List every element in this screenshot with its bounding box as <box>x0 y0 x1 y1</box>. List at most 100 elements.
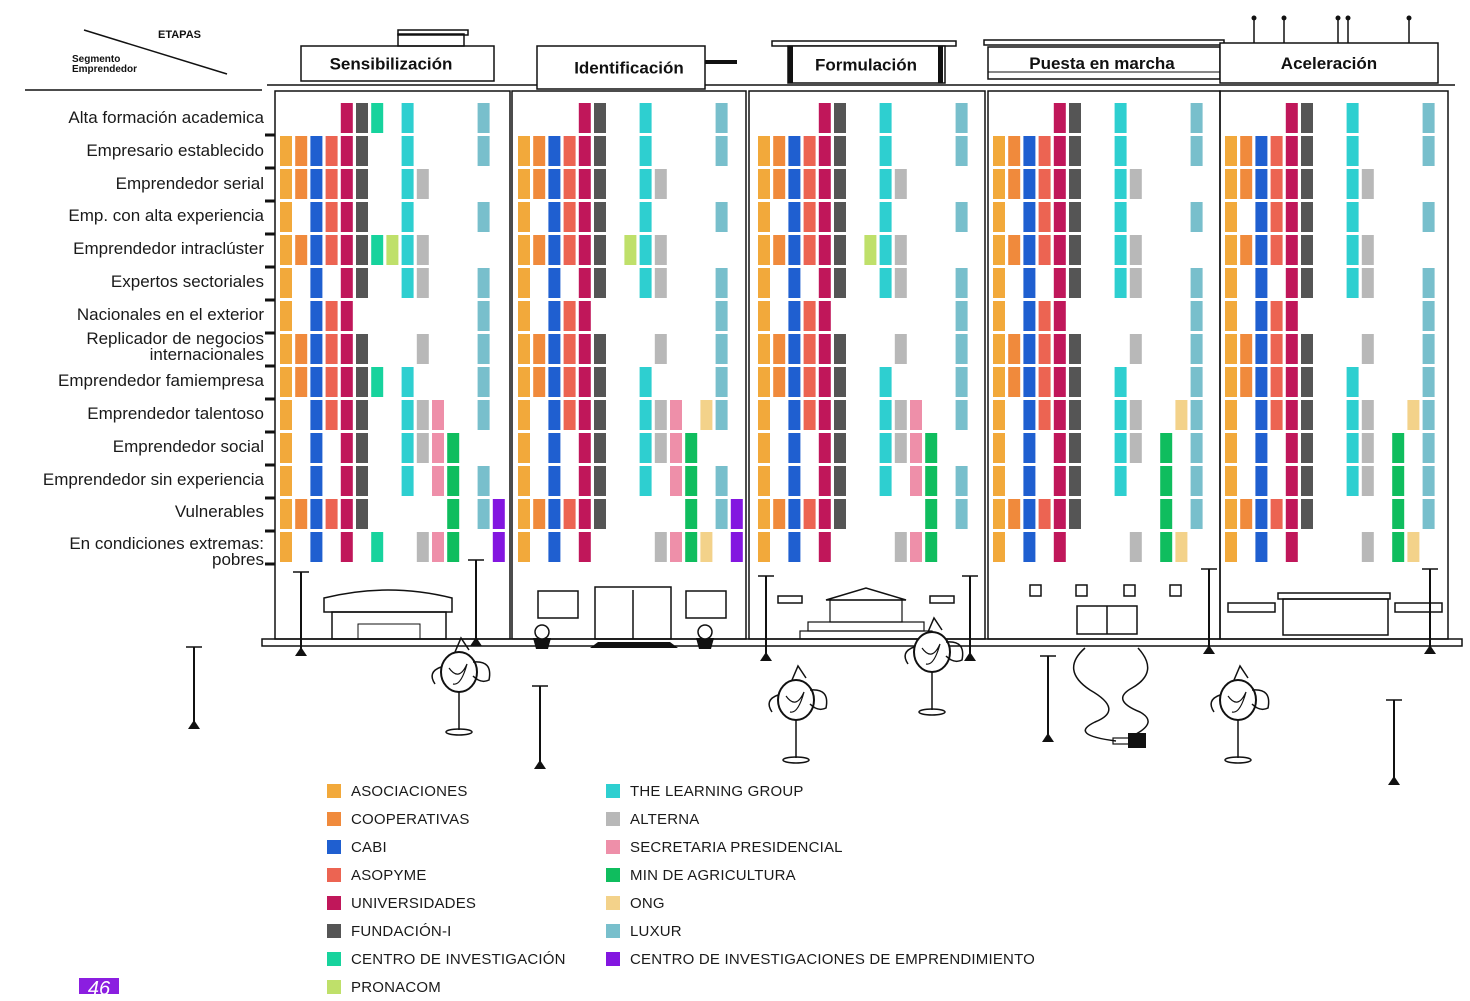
window-bar <box>1301 103 1313 133</box>
window-bar <box>1160 532 1173 562</box>
window-bar <box>371 367 384 397</box>
window-bar <box>1053 367 1066 397</box>
window-bar <box>1038 202 1051 232</box>
window-bar <box>1346 136 1359 166</box>
segment-label-line: Emprendedor famiempresa <box>58 371 264 390</box>
window-bar <box>1301 202 1313 232</box>
window-bar <box>1114 466 1127 496</box>
window-bar <box>477 301 490 331</box>
window-bar <box>594 334 606 364</box>
building-1 <box>274 90 511 640</box>
segment-label: En condiciones extremas:pobres <box>69 535 264 569</box>
window-bar <box>1225 301 1237 331</box>
window-bar <box>492 532 505 562</box>
window-bar <box>685 532 698 562</box>
stage-title-3: Formulación <box>815 56 917 75</box>
stage-sign-1 <box>300 45 495 82</box>
window-bar <box>1285 268 1298 298</box>
tree-detail <box>448 663 468 685</box>
window-bar <box>1053 136 1066 166</box>
segment-label-line: Alta formación academica <box>68 108 264 127</box>
doormat <box>590 642 678 648</box>
window-bar <box>1008 367 1021 397</box>
window-bar <box>1190 202 1203 232</box>
window-bar <box>879 235 892 265</box>
window-bar <box>1361 433 1374 463</box>
sign-ledge <box>705 60 737 64</box>
window-bar <box>834 367 846 397</box>
window-bar <box>894 334 907 364</box>
window-bar <box>1129 268 1142 298</box>
window-bar <box>1301 268 1313 298</box>
window-bar <box>1160 499 1173 529</box>
stage-title-4: Puesta en marcha <box>1029 54 1175 73</box>
window-bar <box>1270 136 1283 166</box>
window-bar <box>834 499 846 529</box>
window-bar <box>1114 103 1127 133</box>
window-bar <box>1392 532 1405 562</box>
window-bar <box>1023 400 1036 430</box>
window-bar <box>280 499 292 529</box>
window-bar <box>1407 532 1420 562</box>
legend-label: ASOPYME <box>351 866 427 884</box>
window-bar <box>401 103 414 133</box>
window-bar <box>447 499 460 529</box>
window-bar <box>340 235 353 265</box>
window-bar <box>1225 334 1237 364</box>
window-bar <box>639 268 652 298</box>
window-bar <box>518 400 530 430</box>
window-bar <box>1422 334 1435 364</box>
window-bar <box>1225 202 1237 232</box>
window-bar <box>670 433 682 463</box>
window-bar <box>578 367 591 397</box>
window-bar <box>1225 169 1237 199</box>
segment-label: Emprendedor serial <box>116 175 264 193</box>
window-bar <box>1069 235 1081 265</box>
legend-item: CABI <box>327 833 566 861</box>
window-bar <box>594 466 606 496</box>
window-bar <box>1023 268 1036 298</box>
window-bar <box>993 301 1005 331</box>
segmento-header: Segmento Emprendedor <box>72 55 137 75</box>
window-bar <box>401 433 414 463</box>
window-bar <box>1129 433 1142 463</box>
window-bar <box>356 136 368 166</box>
lamp-base <box>964 652 976 661</box>
window-bar <box>1225 466 1237 496</box>
window-bar <box>340 466 353 496</box>
window-bar <box>1053 202 1066 232</box>
window-bar <box>1422 367 1435 397</box>
window-bar <box>1053 499 1066 529</box>
window-bar <box>1053 466 1066 496</box>
window-bar <box>773 334 786 364</box>
window-bar <box>1285 532 1298 562</box>
window-bar <box>803 301 816 331</box>
window-bar <box>834 136 846 166</box>
path-end-box <box>1112 737 1130 745</box>
window-bar <box>1023 532 1036 562</box>
sign-post <box>788 46 793 83</box>
legend-item: MIN DE AGRICULTURA <box>606 861 1035 889</box>
window-bar <box>356 499 368 529</box>
window-bar <box>340 169 353 199</box>
flower-bush <box>534 624 550 640</box>
window-bar <box>1023 367 1036 397</box>
window-bar <box>879 202 892 232</box>
window-bar <box>803 235 816 265</box>
window-bar <box>295 136 308 166</box>
window-bar <box>356 334 368 364</box>
sign-chimney <box>397 33 465 47</box>
etapas-header: ETAPAS <box>158 29 201 41</box>
header-diagonal-line <box>83 29 228 75</box>
window-bar <box>356 433 368 463</box>
window-bar <box>654 334 667 364</box>
window-bar <box>894 268 907 298</box>
window-bar <box>310 466 323 496</box>
tree-detail <box>785 691 805 713</box>
window-bar <box>1270 202 1283 232</box>
window-bar <box>1069 103 1081 133</box>
window-bar <box>447 532 460 562</box>
window-bar <box>1346 367 1359 397</box>
lamp-base <box>1424 645 1436 654</box>
